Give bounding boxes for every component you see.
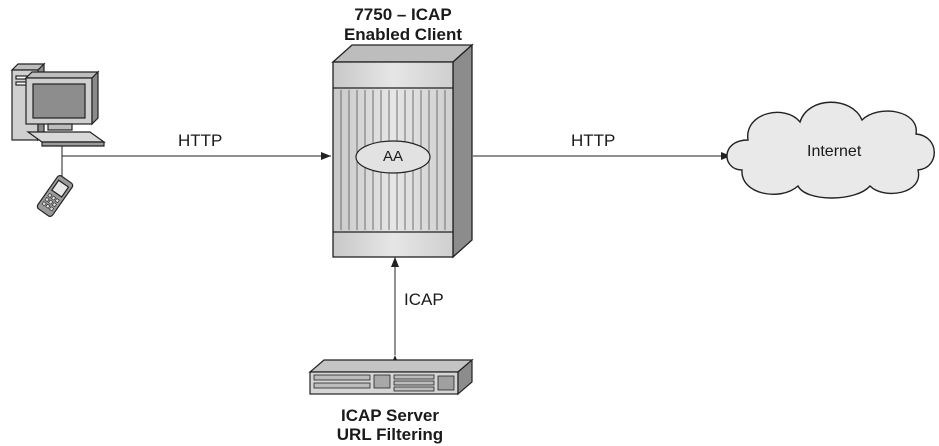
internet-label: Internet	[807, 143, 862, 160]
icap-label: ICAP	[404, 290, 444, 309]
router-title-line1: 7750 – ICAP	[354, 5, 452, 24]
aa-module-ellipse	[355, 140, 431, 174]
icap-server-title-line2: URL Filtering	[336, 425, 444, 444]
rack-server-icon	[308, 358, 474, 396]
mobile-phone-icon	[36, 175, 74, 217]
aa-module-label: AA	[382, 148, 403, 165]
router-title-line2: Enabled Client	[343, 25, 463, 44]
http-label-client: HTTP	[178, 131, 223, 150]
icap-server-title-line1: ICAP Server	[341, 406, 439, 425]
desktop-computer-icon	[10, 62, 106, 147]
cloud-icon	[726, 101, 935, 199]
http-label-internet: HTTP	[571, 131, 616, 150]
